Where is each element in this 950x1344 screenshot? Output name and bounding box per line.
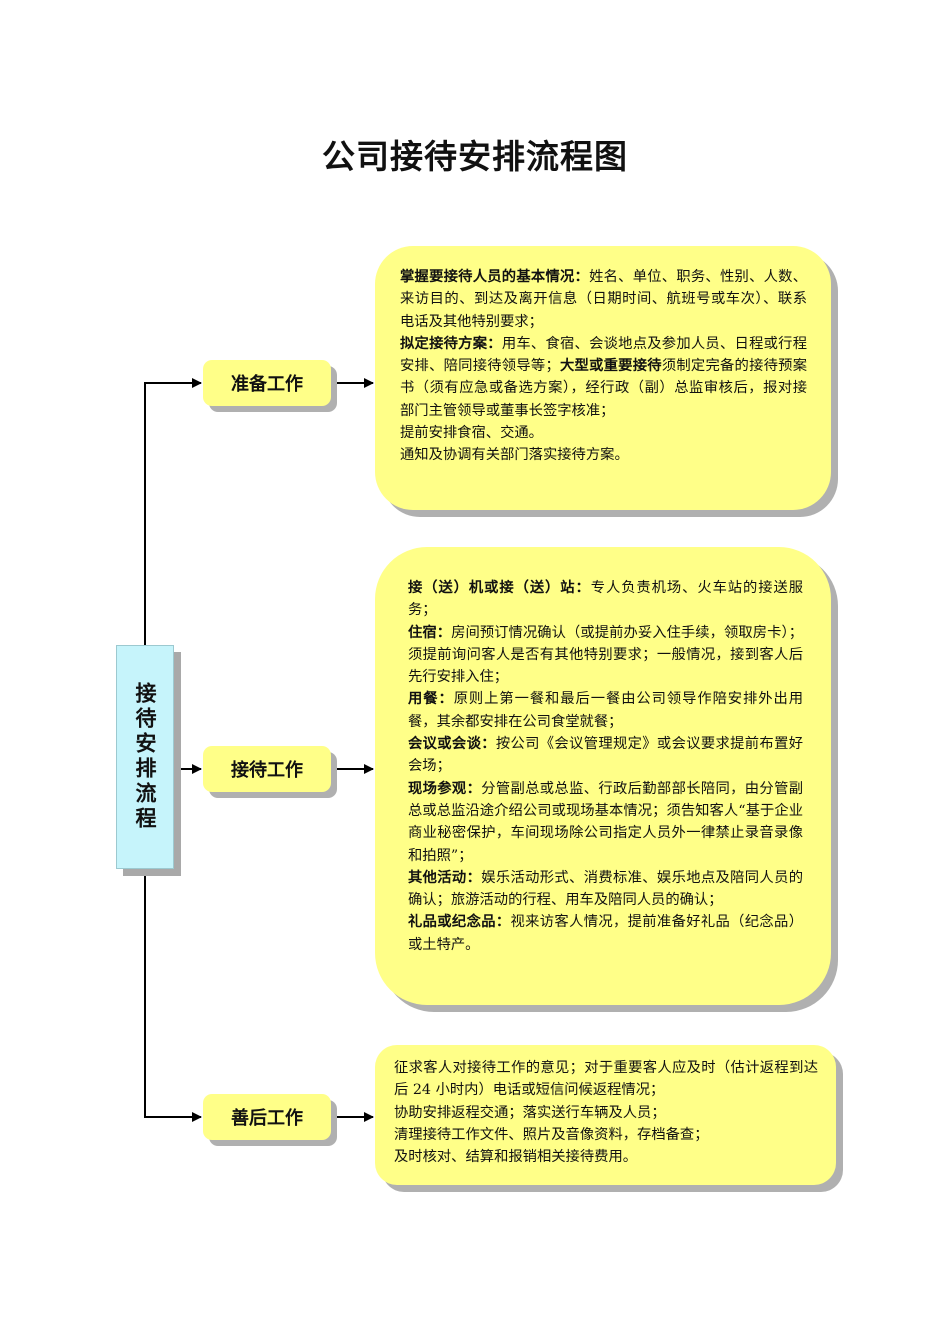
detail-item: 及时核对、结算和报销相关接待费用。 (394, 1149, 638, 1166)
detail-item: 掌握要接待人员的基本情况：姓名、单位、职务、性别、人数、来访目的、到达及离开信息… (400, 269, 807, 330)
detail-item: 通知及协调有关部门落实接待方案。 (400, 447, 629, 464)
detail-item: 接（送）机或接（送）站：专人负责机场、火车站的接送服务； (408, 580, 804, 619)
detail-box-preparation: 掌握要接待人员的基本情况：姓名、单位、职务、性别、人数、来访目的、到达及离开信息… (375, 246, 831, 510)
step-preparation: 准备工作 (203, 360, 331, 406)
detail-item: 礼品或纪念品：视来访客人情况，提前准备好礼品（纪念品）或土特产。 (408, 914, 804, 953)
detail-item: 协助安排返程交通；落实送行车辆及人员； (394, 1104, 666, 1121)
detail-item: 会议或会谈：按公司《会议管理规定》或会议要求提前布置好会场； (408, 736, 804, 775)
page-title: 公司接待安排流程图 (322, 137, 628, 176)
detail-item: 提前安排食宿、交通。 (400, 425, 543, 442)
step-followup: 善后工作 (203, 1094, 331, 1140)
detail-item: 拟定接待方案：用车、食宿、会谈地点及参加人员、日程或行程安排、陪同接待领导等；大… (400, 335, 808, 419)
detail-box-reception: 接（送）机或接（送）站：专人负责机场、火车站的接送服务； 住宿：房间预订情况确认… (375, 547, 831, 1005)
detail-box-followup: 征求客人对接待工作的意见；对于重要客人应及时（估计返程到达后 24 小时内）电话… (375, 1045, 836, 1185)
detail-item: 住宿：房间预订情况确认（或提前办妥入住手续，领取房卡）；须提前询问客人是否有其他… (408, 624, 803, 686)
detail-item: 现场参观：分管副总或总监、行政后勤部部长陪同，由分管副总或总监沿途介绍公司或现场… (408, 780, 804, 864)
root-label: 接待安排流程 (133, 682, 157, 832)
detail-item: 清理接待工作文件、照片及音像资料，存档备查； (394, 1126, 709, 1143)
detail-item: 征求客人对接待工作的意见；对于重要客人应及时（估计返程到达后 24 小时内）电话… (394, 1060, 818, 1099)
root-node: 接待安排流程 (116, 645, 174, 869)
detail-item: 用餐：原则上第一餐和最后一餐由公司领导作陪安排外出用餐，其余都安排在公司食堂就餐… (408, 691, 804, 730)
detail-item: 其他活动：娱乐活动形式、消费标准、娱乐地点及陪同人员的确认；旅游活动的行程、用车… (408, 869, 804, 909)
step-reception: 接待工作 (203, 746, 331, 792)
